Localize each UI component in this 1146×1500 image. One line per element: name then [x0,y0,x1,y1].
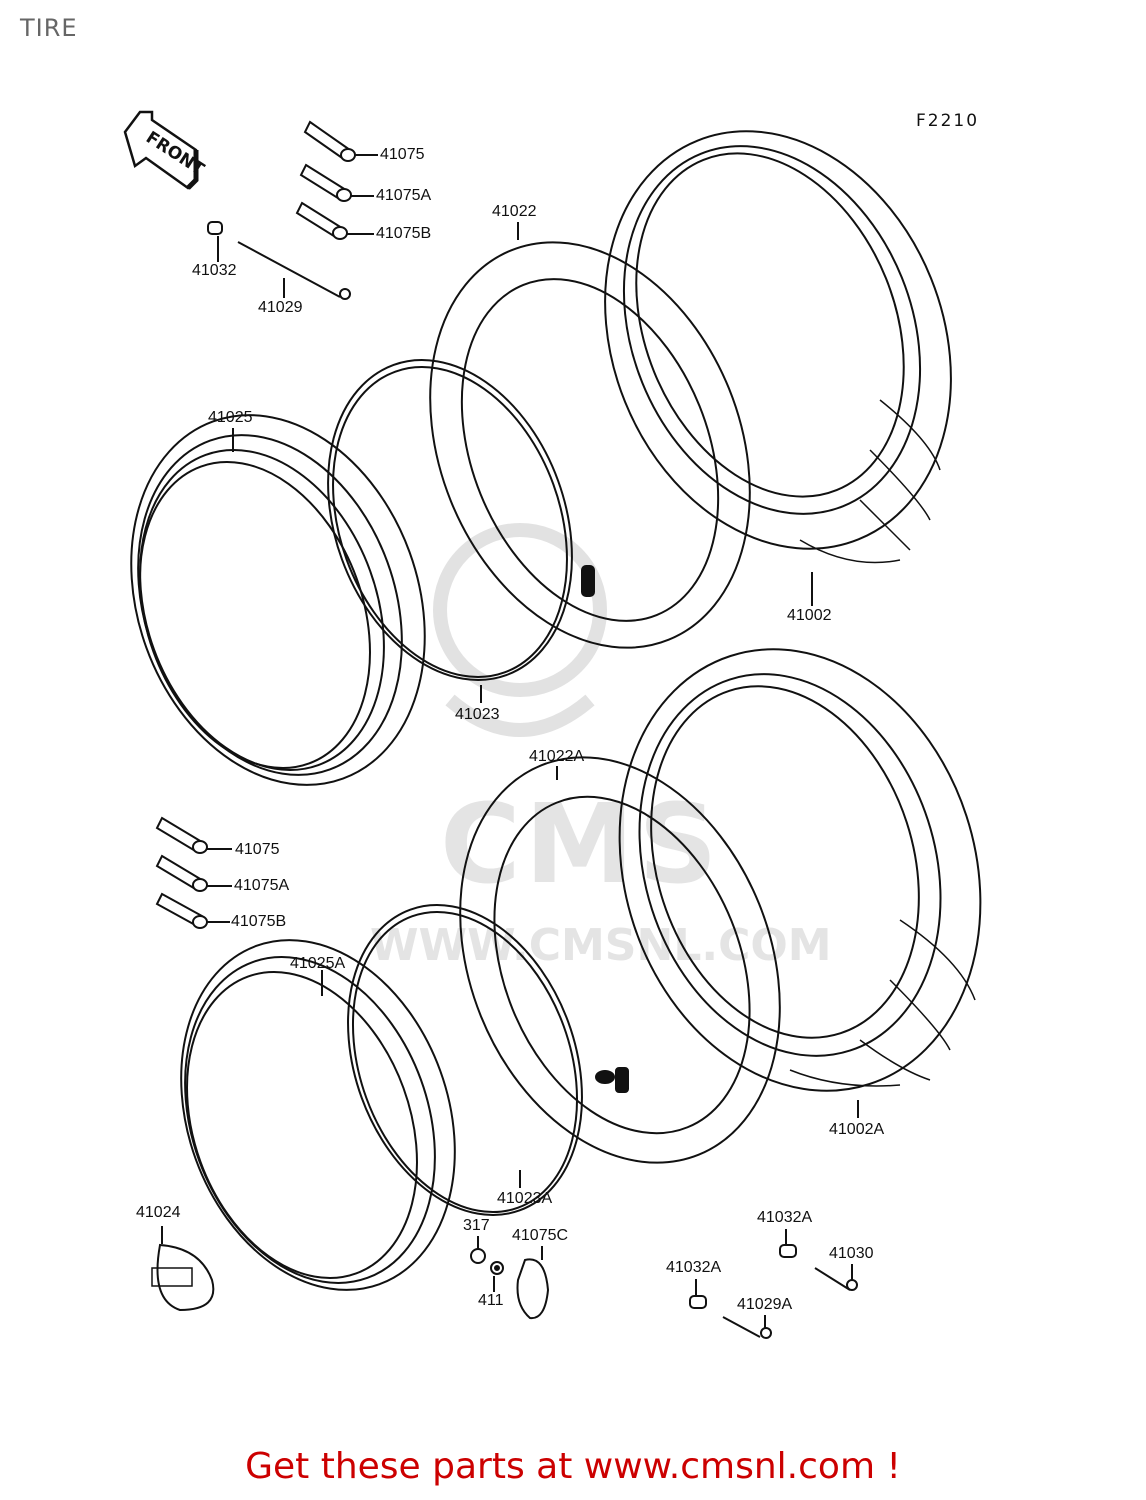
part-label-41030[interactable]: 41030 [829,1245,874,1262]
nut-317-icon [470,1236,486,1264]
part-label-317[interactable]: 317 [463,1217,490,1234]
part-label-41022[interactable]: 41022 [492,203,537,220]
part-label-41002A[interactable]: 41002A [829,1121,885,1138]
part-label-41075B-mid[interactable]: 41075B [231,913,287,930]
part-label-41024[interactable]: 41024 [136,1204,181,1221]
rim-band-41023-icon [327,359,573,703]
rear-tire-41002A-icon [618,648,982,1118]
part-label-41075C[interactable]: 41075C [512,1227,569,1244]
part-label-41032[interactable]: 41032 [192,262,237,279]
diagram-code: F2210 [916,111,980,131]
front-tube-41022-icon [429,222,751,649]
part-label-41029[interactable]: 41029 [258,299,303,316]
footer-promo-link[interactable]: Get these parts at www.cmsnl.com ! [0,1446,1146,1487]
part-label-41075B-top[interactable]: 41075B [376,225,432,242]
spoke-41030-icon [814,1264,858,1291]
nipple-41032-icon [207,221,223,262]
valve-cap-41075A-mid-icon [155,854,232,892]
part-label-41075A-mid[interactable]: 41075A [234,877,290,894]
valve-cap-41075B-icon [295,201,374,240]
watermark-mascot [433,523,607,737]
nipple-41032A-right-icon [779,1229,797,1258]
washer-411-icon [490,1261,504,1292]
front-rim-41025-icon [130,414,426,786]
part-label-41023[interactable]: 41023 [455,706,500,723]
exploded-parts-diagram: FRONT [123,110,982,1339]
part-label-41032A-left[interactable]: 41032A [666,1259,722,1276]
valve-cap-41075B-mid-icon [155,892,230,929]
tube-patch-41024-icon [151,1226,215,1312]
spoke-41029A-icon [722,1315,772,1339]
valve-cap-41075C-icon [516,1246,550,1320]
valve-cap-41075-mid-icon [155,816,232,854]
part-label-41025[interactable]: 41025 [208,409,253,426]
rim-band-41023A-icon [347,904,583,1216]
nipple-41032A-left-icon [689,1279,707,1309]
part-label-41022A[interactable]: 41022A [529,748,585,765]
footer-link[interactable]: Get these parts at www.cmsnl.com ! [245,1446,901,1487]
part-label-41032A-right[interactable]: 41032A [757,1209,813,1226]
valve-cap-41075A-icon [299,163,374,202]
part-label-41023A[interactable]: 41023A [497,1190,553,1207]
part-label-41025A[interactable]: 41025A [290,955,346,972]
rear-tube-41022A-icon [459,756,781,1164]
front-arrow-icon: FRONT [123,110,208,190]
part-label-41002[interactable]: 41002 [787,607,832,624]
front-tire-41002-icon [604,130,952,606]
part-label-41075A-top[interactable]: 41075A [376,187,432,204]
part-label-411[interactable]: 411 [478,1292,504,1309]
part-label-41075-top[interactable]: 41075 [380,146,425,163]
valve-cap-41075-icon [303,120,378,162]
part-label-41029A[interactable]: 41029A [737,1296,793,1313]
page-title: TIRE [20,14,78,42]
spoke-41029-icon [237,241,351,300]
rear-rim-41025A-icon [180,939,456,1291]
part-label-41075-mid[interactable]: 41075 [235,841,280,858]
